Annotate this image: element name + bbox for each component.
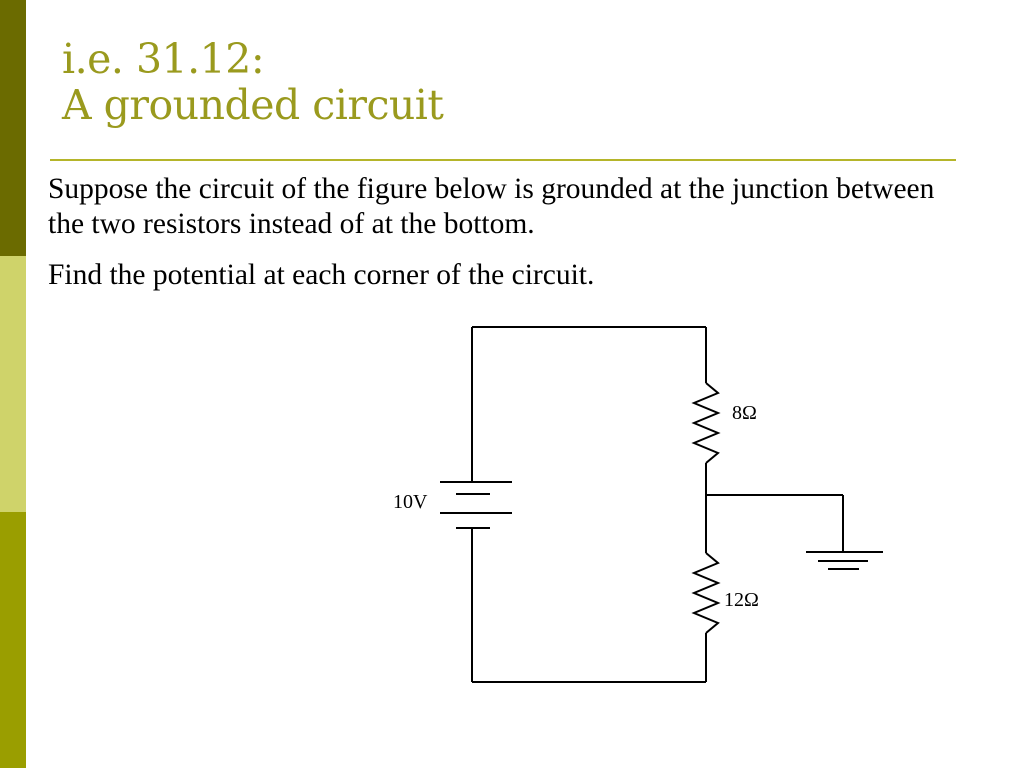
problem-statement: Suppose the circuit of the figure below … bbox=[48, 173, 935, 240]
sidebar-band-bottom bbox=[0, 512, 26, 768]
sidebar-band-middle bbox=[0, 256, 26, 512]
title-underline bbox=[50, 159, 956, 161]
battery-label: 10V bbox=[393, 491, 428, 513]
resistor-12-ohm bbox=[691, 552, 721, 634]
resistor-8-ohm-label: 8Ω bbox=[732, 402, 757, 424]
sidebar-band-top bbox=[0, 0, 26, 256]
problem-question: Find the potential at each corner of the… bbox=[48, 259, 595, 291]
resistor-12-ohm-label: 12Ω bbox=[724, 589, 759, 611]
title-line-1: i.e. 31.12: bbox=[62, 35, 265, 83]
resistor-8-ohm bbox=[691, 382, 721, 464]
title-line-2: A grounded circuit bbox=[62, 81, 444, 129]
slide-title: i.e. 31.12: A grounded circuit bbox=[62, 36, 942, 128]
slide-body: Suppose the circuit of the figure below … bbox=[48, 172, 968, 309]
